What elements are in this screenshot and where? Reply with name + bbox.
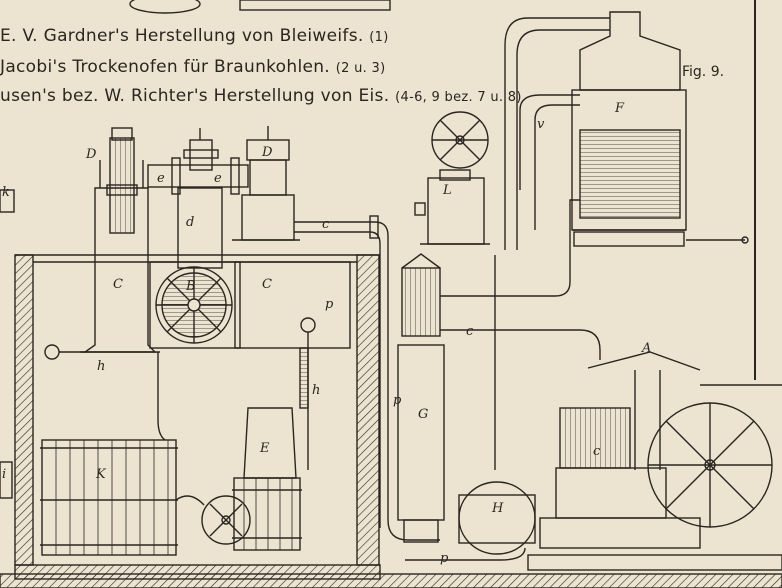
label-B: B: [185, 279, 196, 294]
gauge-p: [299, 317, 316, 470]
label-i-edge: i: [2, 467, 6, 482]
caption-1-ref: (1): [369, 30, 389, 45]
label-F: F: [614, 101, 625, 116]
label-D2: D: [261, 145, 273, 160]
caption-line-1: E. V. Gardner's Herstellung von Bleiweif…: [0, 26, 389, 46]
label-e1: e: [157, 171, 165, 186]
part-labels: D D e e d c C B C p h h K E L v F c p G …: [2, 101, 651, 566]
label-c-top: c: [322, 217, 330, 232]
pipe-c-top: [294, 215, 440, 541]
tank-H: [405, 481, 536, 561]
label-h1: h: [97, 359, 105, 374]
floor-base: [0, 573, 782, 588]
caption-line-2: Jacobi's Trockenofen für Braunkohlen. (2…: [0, 57, 385, 77]
label-e2: e: [214, 171, 222, 186]
label-h2: h: [312, 383, 320, 398]
cooler-F: [571, 11, 749, 247]
label-A: A: [641, 341, 651, 356]
engine-A: [440, 329, 782, 571]
caption-2-ref: (2 u. 3): [335, 61, 386, 76]
label-c-right: c: [593, 444, 601, 459]
label-K: K: [95, 467, 107, 482]
column-G: [397, 199, 580, 543]
drum-B-assembly: [149, 187, 241, 349]
label-d: d: [186, 215, 194, 230]
vessel-C-left: [44, 127, 160, 360]
label-c-mid: c: [466, 324, 474, 339]
tub-K: [40, 352, 178, 556]
barrel-E: [175, 407, 302, 551]
label-L: L: [442, 183, 452, 198]
caption-3-ref: (4-6, 9 bez. 7 u. 8): [395, 90, 522, 105]
label-p3: p: [440, 551, 449, 566]
figure-label: Fig. 9.: [682, 64, 725, 80]
pipes-v: [494, 17, 610, 470]
label-v: v: [537, 117, 545, 132]
edge-fragment-i: [0, 461, 13, 499]
label-C1: C: [113, 277, 123, 292]
label-D1: D: [85, 147, 97, 162]
pipes-e: [147, 128, 249, 195]
label-E: E: [259, 441, 270, 456]
label-C2: C: [262, 277, 272, 292]
caption-3-text: usen's bez. W. Richter's Herstellung von…: [0, 86, 390, 106]
apparatus-L: [414, 111, 490, 245]
edge-fragment-k: [0, 189, 15, 213]
label-k-edge: k: [2, 185, 10, 200]
label-p2: p: [393, 393, 402, 408]
caption-1-text: E. V. Gardner's Herstellung von Bleiweif…: [0, 26, 364, 46]
label-H: H: [491, 501, 504, 516]
label-p1: p: [325, 297, 334, 312]
vessel-C-right: [232, 126, 351, 349]
caption-2-text: Jacobi's Trockenofen für Braunkohlen.: [0, 57, 331, 77]
top-fragment-oval: [129, 0, 201, 14]
label-G: G: [418, 407, 428, 422]
top-fragment-bar: [239, 0, 391, 11]
caption-line-3: usen's bez. W. Richter's Herstellung von…: [0, 86, 522, 106]
